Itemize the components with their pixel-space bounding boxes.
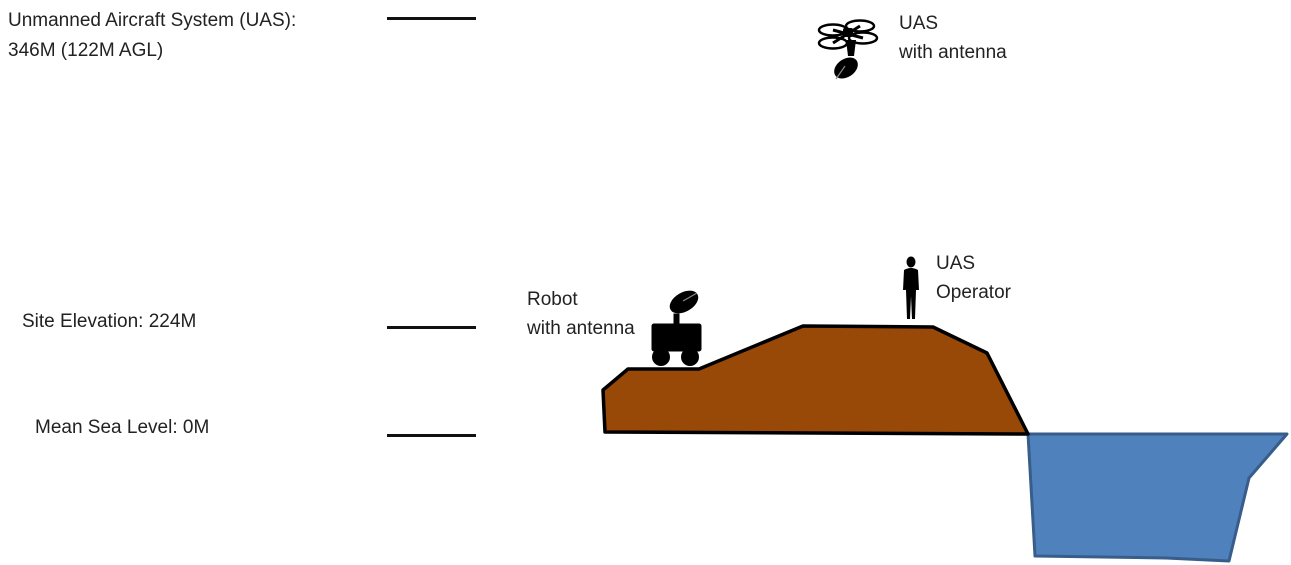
site-elevation-label: Site Elevation: 224M: [22, 311, 197, 332]
operator-label-line2: Operator: [936, 282, 1011, 303]
sea-level-marker: [387, 434, 476, 437]
terrain-landmass: [601, 324, 1030, 436]
person-icon: [903, 256, 919, 319]
uas-elevation-label-line1: Unmanned Aircraft System (UAS):: [8, 10, 297, 31]
site-elevation-marker: [387, 326, 476, 329]
uas-label-line2: with antenna: [899, 42, 1007, 63]
uas-label-line1: UAS: [899, 13, 939, 34]
robot-icon: [651, 290, 702, 366]
uas-elevation-marker: [387, 17, 476, 20]
robot-label-line1: Robot: [527, 289, 578, 310]
sea-level-label: Mean Sea Level: 0M: [35, 417, 210, 438]
uas-elevation-label-line2: 346M (122M AGL): [8, 40, 164, 61]
robot-label-line2: with antenna: [527, 318, 635, 339]
operator-label-line1: UAS: [936, 253, 976, 274]
drone-icon: [817, 19, 879, 80]
water-body: [1026, 432, 1289, 563]
